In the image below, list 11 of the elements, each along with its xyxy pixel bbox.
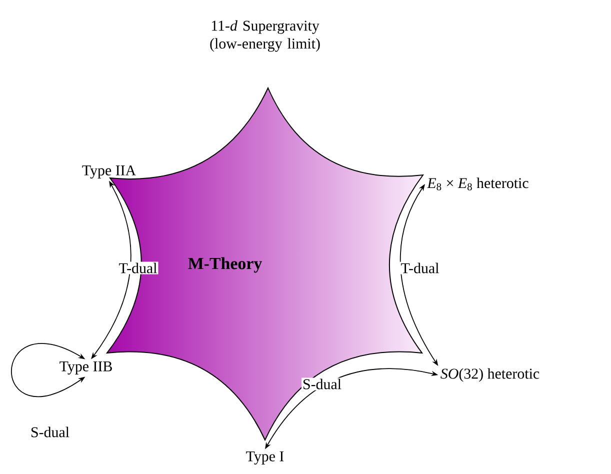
edge-label: S-dual (302, 378, 342, 390)
theory-label: M-Theory (188, 257, 262, 273)
edge-label: T-dual (118, 262, 158, 274)
theory-label: SO(32) heterotic (440, 368, 540, 382)
theory-label: E$_{8}$ × E$_{8}$ heterotic (427, 178, 528, 190)
edge-label: S-dual (30, 426, 70, 438)
edge-label: T-dual (400, 262, 440, 274)
theory-label: Type IIA (82, 165, 136, 179)
theory-label: Type I (246, 451, 284, 464)
theory-label: 11-d Supergravity (low-energy limit) (210, 20, 320, 52)
theory-label: Type IIB (60, 361, 112, 374)
